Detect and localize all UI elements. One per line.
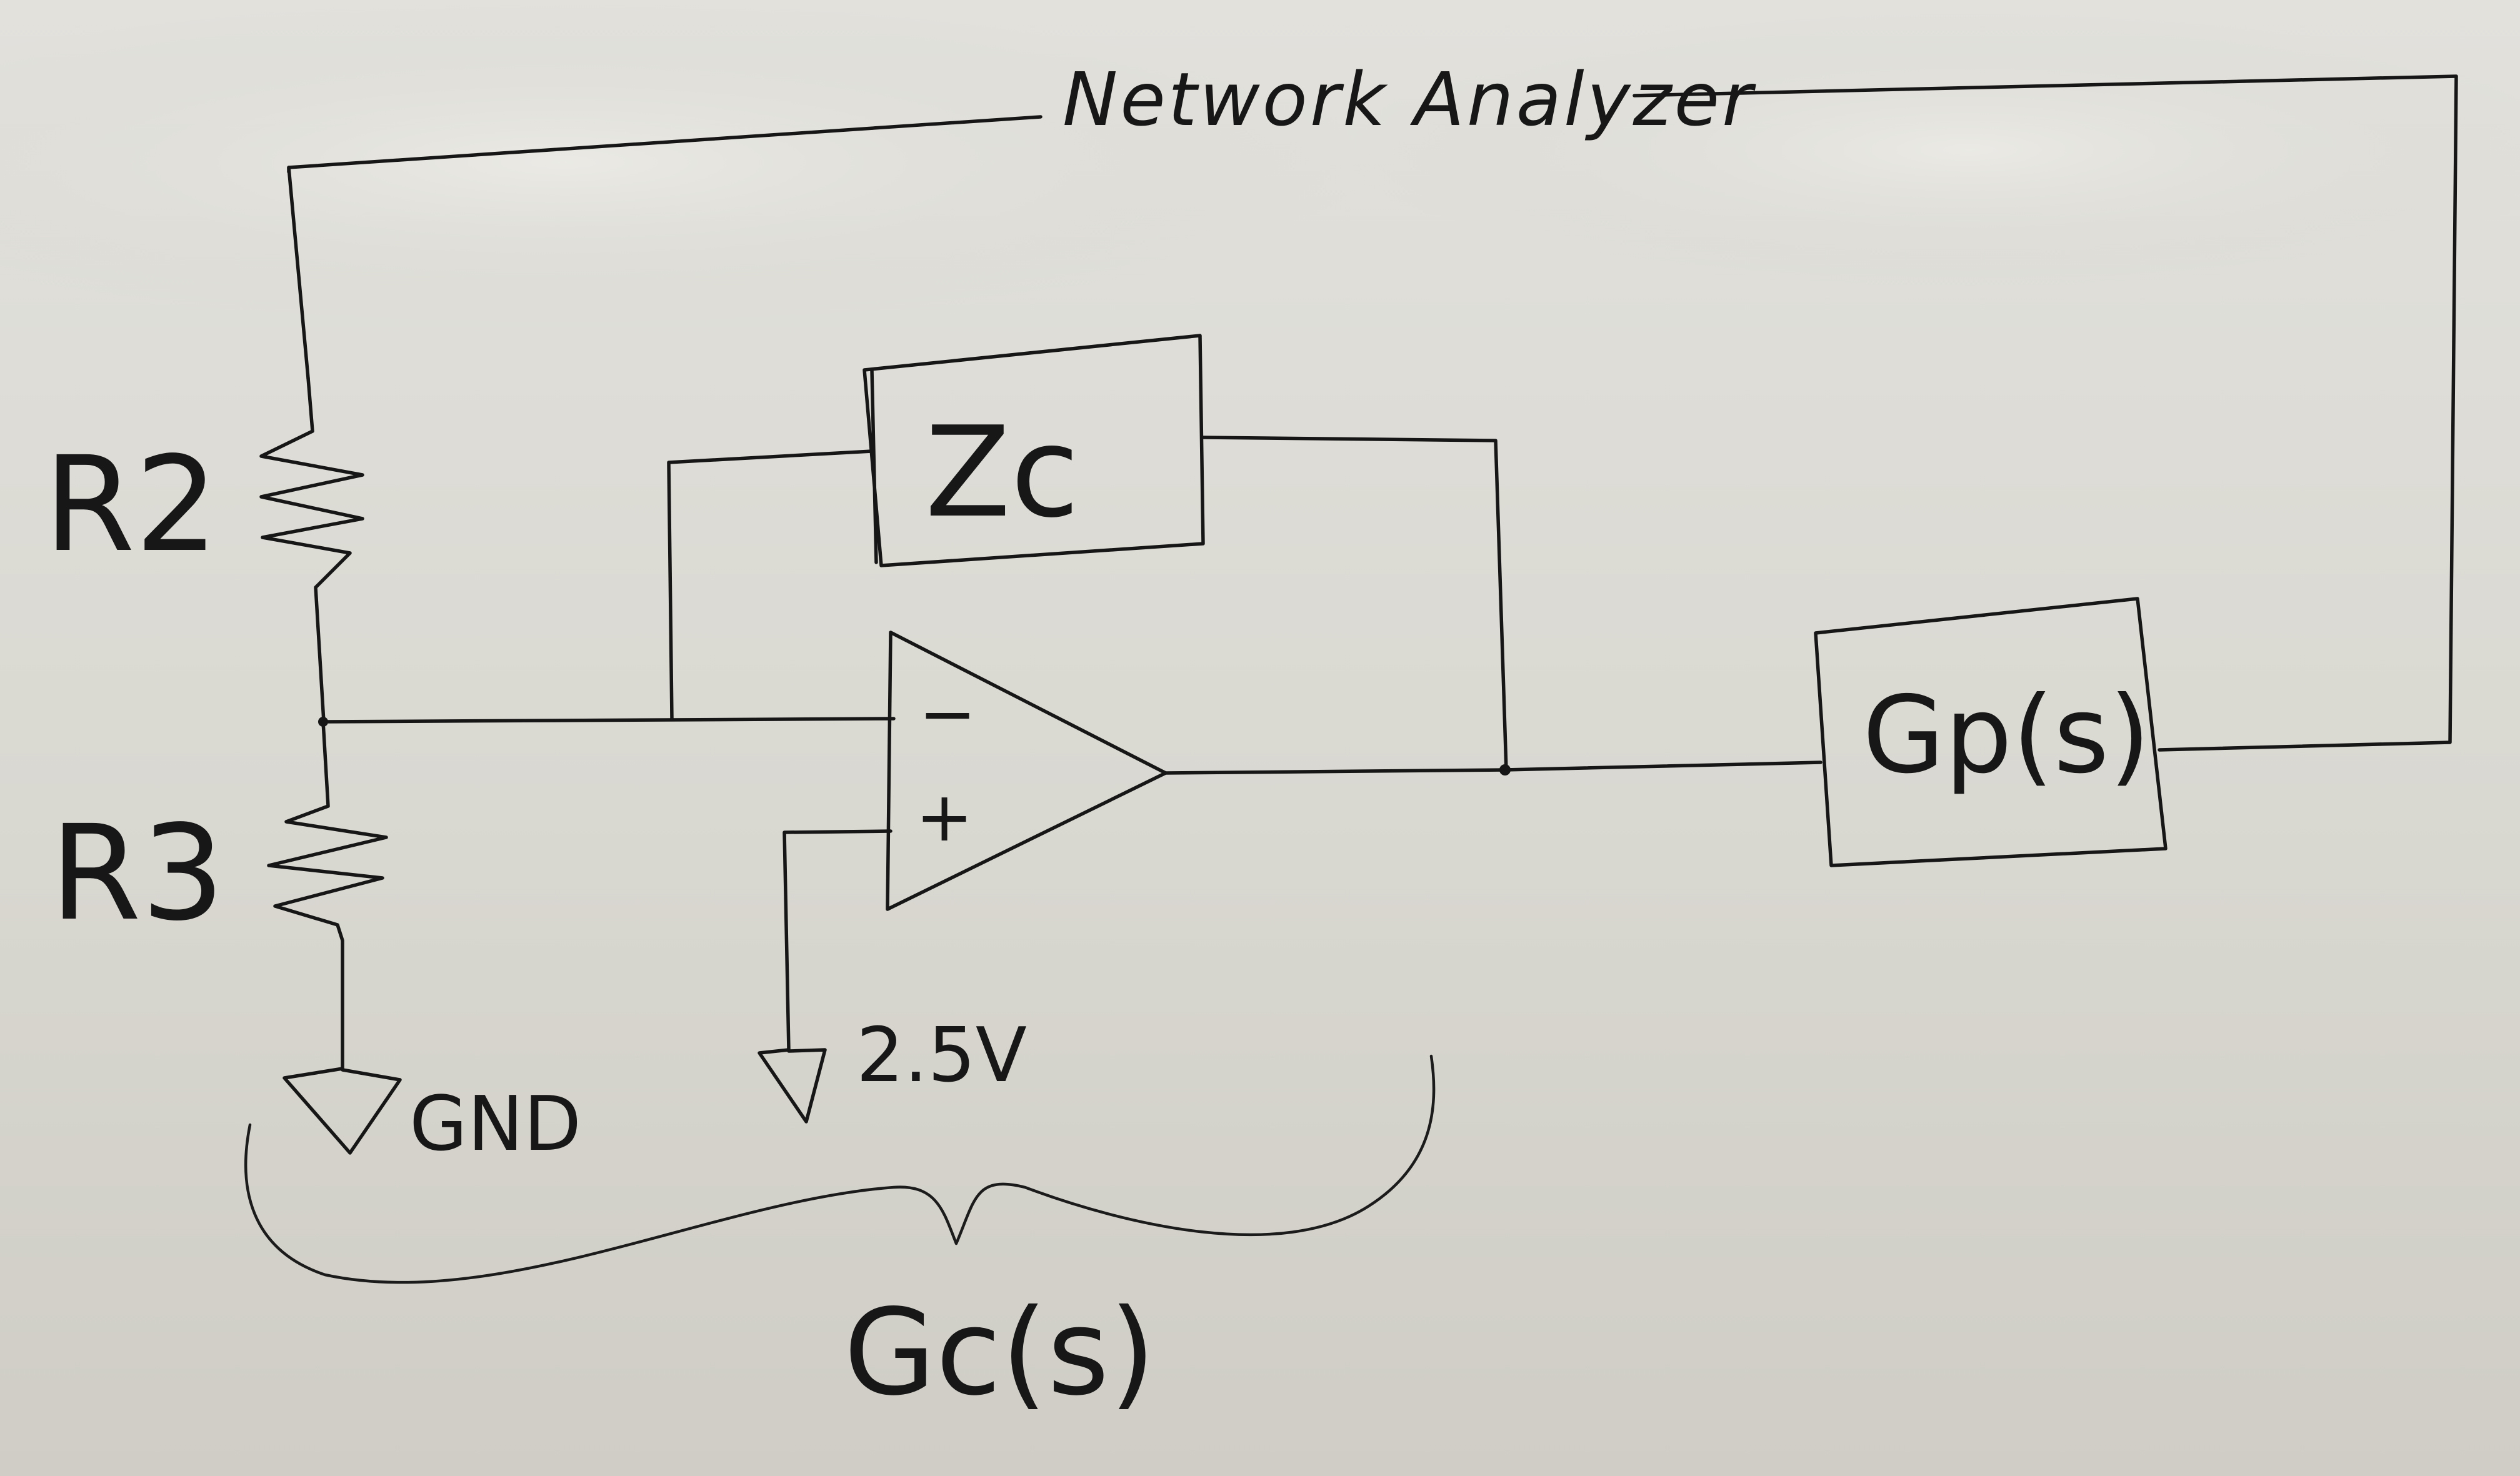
gc-brace [244,1054,1436,1284]
gnd-symbol [282,1067,402,1155]
r3-label: R3 [50,797,225,950]
gnd-label: GND [409,1081,581,1168]
vref-symbol [758,1048,827,1124]
r2-label: R2 [44,428,219,581]
opamp-triangle [886,631,1168,911]
non-inverting-input-wire [782,829,892,1052]
gc-label: Gc(s) [844,1284,1156,1422]
zc-label: Zc [925,400,1079,546]
gp-box [1814,597,2168,867]
output-node [1499,764,1511,775]
zc-box [862,334,1205,567]
feedback-wire-left [667,449,874,721]
r2-resistor [259,376,364,724]
feedback-wire-right [1201,436,1508,772]
opamp-plus-label: + [916,777,973,857]
r2-top-wire [287,166,310,380]
vref-label: 2.5V [856,1012,1027,1099]
network-analyzer-title: Network Analyzer [1062,56,1756,142]
inverting-input-wire [321,717,896,724]
opamp-minus-label: − [919,674,976,754]
analyzer-wire-right [1632,74,2458,752]
r3-resistor [267,720,388,1070]
gp-label: Gp(s) [1862,674,2151,797]
board-glare [0,0,1375,325]
